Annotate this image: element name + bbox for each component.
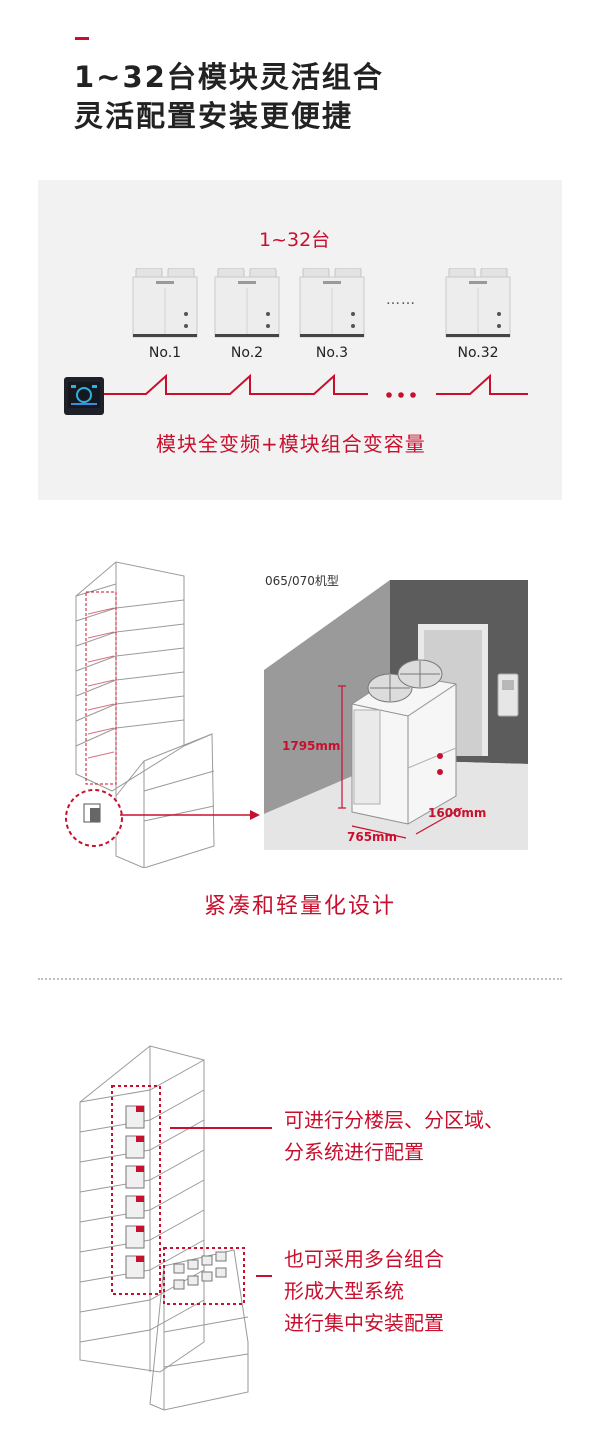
outdoor-unit-1-icon [132, 268, 198, 338]
multi-floor-building-illustration [79, 1045, 249, 1411]
outdoor-unit-2-icon [214, 268, 280, 338]
section-divider [38, 978, 562, 980]
unit-label-32: No.32 [457, 345, 499, 361]
zoom-arrow [120, 810, 260, 820]
building-illustration [65, 561, 215, 868]
page-title-line-2: 灵活配置安装更便捷 [74, 99, 354, 133]
callout-central-line-3: 进行集中安装配置 [284, 1311, 444, 1335]
callout-line-2 [256, 1275, 272, 1277]
outdoor-unit-32-icon [445, 268, 511, 338]
accent-dash [75, 37, 89, 40]
machine-room-illustration [264, 580, 528, 850]
module-wiring-line [104, 373, 528, 398]
depth-dimension: 1600mm [428, 806, 487, 820]
height-dimension: 1795mm [282, 739, 341, 753]
modules-caption: 模块全变频+模块组合变容量 [156, 432, 426, 456]
callout-line-1 [170, 1127, 272, 1129]
page-title-line-1: 1~32台模块灵活组合 [74, 60, 384, 94]
unit-label-2: No.2 [230, 345, 264, 361]
callout-zoning-line-1: 可进行分楼层、分区域、 [284, 1108, 504, 1132]
model-label: 065/070机型 [265, 574, 339, 588]
unit-label-3: No.3 [315, 345, 349, 361]
compact-caption: 紧凑和轻量化设计 [203, 894, 396, 919]
unit-label-1: No.1 [148, 345, 182, 361]
width-dimension: 765mm [347, 830, 398, 844]
callout-zoning-line-2: 分系统进行配置 [284, 1140, 424, 1164]
callout-central-line-1: 也可采用多台组合 [284, 1247, 444, 1271]
modules-panel [38, 180, 562, 500]
callout-central-line-2: 形成大型系统 [284, 1279, 404, 1303]
module-count-label: 1~32台 [259, 229, 331, 251]
outdoor-unit-3-icon [299, 268, 365, 338]
units-ellipsis: …… [386, 292, 416, 308]
wired-controller-icon [64, 377, 104, 415]
